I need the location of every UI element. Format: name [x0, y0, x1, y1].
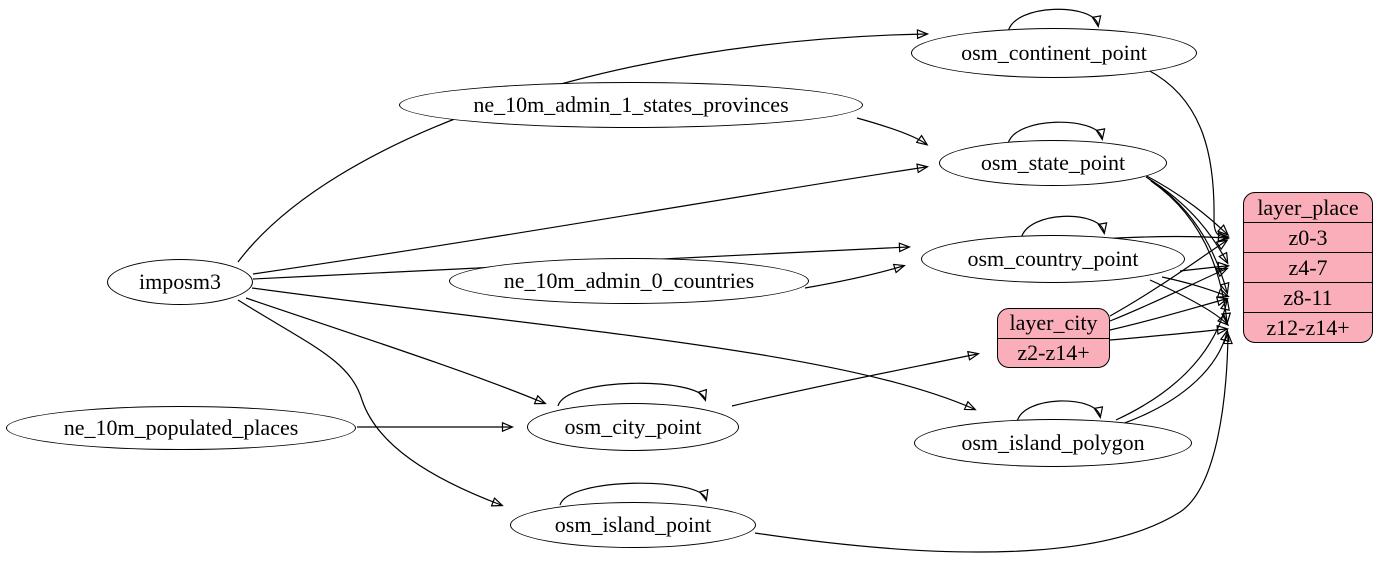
node-osm-island-polygon: osm_island_polygon — [914, 419, 1192, 467]
edge-osm_state_point-layer_place-z8-11 — [1148, 178, 1227, 292]
edge-osm_island_polygon-layer_place-z12-z14 — [1121, 332, 1227, 425]
node-osm-state-point: osm_state_point — [939, 140, 1167, 186]
node-osm-island-polygon-label: osm_island_polygon — [961, 430, 1145, 455]
node-ne-10m-admin-1-states-provinces-label: ne_10m_admin_1_states_provinces — [473, 92, 789, 117]
node-osm-continent-point-label: osm_continent_point — [961, 40, 1147, 65]
node-ne-10m-populated-places: ne_10m_populated_places — [6, 406, 356, 450]
edge-imposm3-osm_continent_point — [237, 34, 926, 263]
edge-osm_country_point-layer_place-z8-11 — [1161, 276, 1227, 296]
node-osm-island-point-label: osm_island_point — [554, 512, 712, 537]
node-osm-country-point-label: osm_country_point — [967, 246, 1139, 271]
node-layer-city: layer_city z2-z14+ — [997, 308, 1110, 368]
edge-osm_city_point-layer_city — [731, 354, 977, 407]
edge-loop-osm_country_point — [1020, 215, 1104, 240]
edge-layer_city-layer_place-z12-z14 — [1109, 329, 1226, 341]
node-imposm3: imposm3 — [107, 259, 253, 305]
layer-city-title: layer_city — [1009, 310, 1098, 336]
edge-imposm3-osm_island_point — [237, 299, 501, 505]
node-layer-place: layer_place z0-3 z4-7 z8-11 z12-z14+ — [1243, 192, 1373, 343]
node-ne-10m-admin-0-countries: ne_10m_admin_0_countries — [449, 258, 809, 304]
edge-layer_city-layer_place-z4-7 — [1109, 269, 1226, 322]
edge-ne_10m_admin_1_states_provinces-osm_state_point — [856, 117, 926, 144]
edge-loop-osm_island_polygon — [1016, 400, 1100, 423]
node-ne-10m-admin-1-states-provinces: ne_10m_admin_1_states_provinces — [399, 82, 863, 128]
layer-place-row-z8-11: z8-11 — [1244, 282, 1372, 312]
edge-imposm3-osm_island_polygon — [251, 287, 974, 409]
edge-layer_city-layer_place-z0-3 — [1109, 241, 1226, 317]
node-osm-continent-point: osm_continent_point — [911, 28, 1197, 78]
edge-osm_country_point-layer_place-z4-7 — [1179, 266, 1227, 271]
edge-layer_city-layer_place-z8-11 — [1109, 299, 1226, 331]
edge-osm_continent_point-layer_place-z0-3 — [1147, 69, 1227, 237]
node-ne-10m-populated-places-label: ne_10m_populated_places — [63, 415, 299, 440]
edge-osm_island_point-layer_place-z12-z14 — [754, 335, 1228, 553]
node-osm-city-point: osm_city_point — [527, 403, 739, 451]
edge-ne_10m_admin_0_countries-osm_country_point — [804, 266, 903, 289]
layer-place-title: layer_place — [1257, 194, 1359, 220]
layer-city-row-z2-z14: z2-z14+ — [998, 337, 1109, 368]
edge-loop-osm_state_point — [1007, 121, 1102, 145]
node-osm-state-point-label: osm_state_point — [980, 150, 1126, 175]
node-osm-city-point-label: osm_city_point — [564, 414, 702, 439]
edge-osm_island_polygon-layer_place-z8-11 — [1115, 301, 1227, 421]
layer-place-row-z12-z14: z12-z14+ — [1244, 312, 1372, 342]
edge-loop-osm_city_point — [557, 382, 705, 407]
edge-osm_country_point-layer_place-z12-z14 — [1149, 279, 1227, 324]
edge-imposm3-osm_city_point — [245, 297, 544, 403]
edge-imposm3-osm_state_point — [252, 167, 926, 275]
edge-osm_state_point-layer_place-z0-3 — [1142, 173, 1227, 234]
node-imposm3-label: imposm3 — [139, 269, 221, 294]
node-ne-10m-admin-0-countries-label: ne_10m_admin_0_countries — [503, 268, 755, 293]
node-osm-country-point: osm_country_point — [921, 235, 1185, 283]
node-osm-island-point: osm_island_point — [510, 502, 756, 548]
edge-loop-osm_island_point — [559, 482, 706, 506]
layer-place-row-z0-3: z0-3 — [1244, 222, 1372, 252]
edge-loop-osm_continent_point — [1007, 8, 1098, 33]
layer-place-row-z4-7: z4-7 — [1244, 252, 1372, 282]
